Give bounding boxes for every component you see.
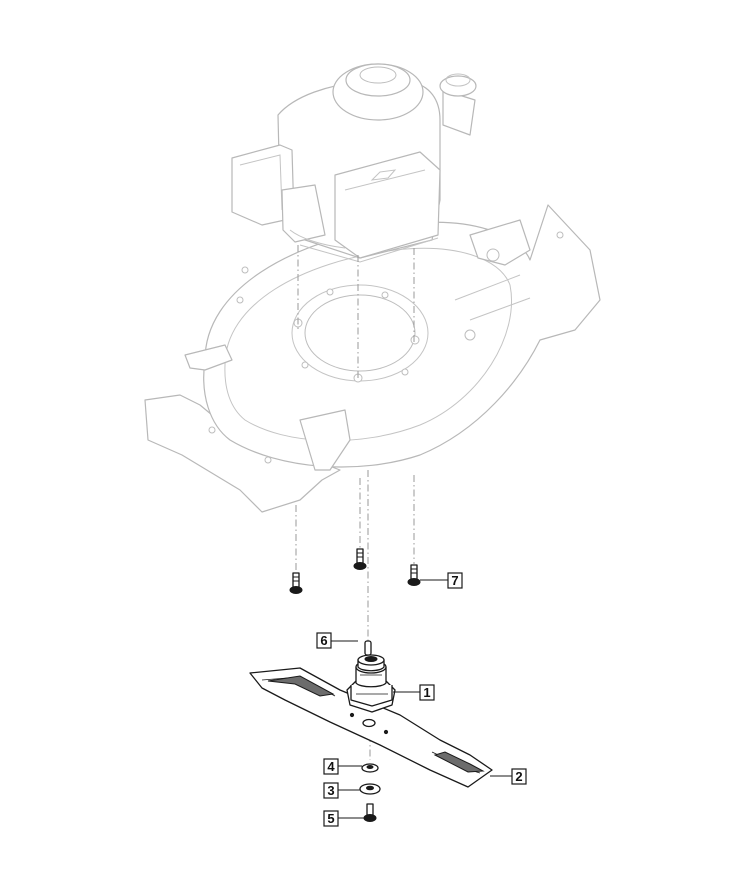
callout-1: 1 [419, 684, 435, 701]
callout-5: 5 [323, 810, 339, 827]
blade [249, 667, 493, 788]
svg-text:3: 3 [327, 783, 334, 798]
svg-text:7: 7 [451, 573, 458, 588]
mower-deck-ghost [144, 204, 601, 513]
deck-screw-right [407, 564, 421, 586]
svg-text:1: 1 [423, 685, 430, 700]
callout-4: 4 [323, 758, 339, 775]
deck-screw-left [289, 572, 303, 594]
callout-7: 7 [447, 572, 463, 589]
callout-6: 6 [316, 632, 332, 649]
deck-screw-center [353, 548, 367, 570]
svg-text:6: 6 [320, 633, 327, 648]
engine-ghost [231, 63, 477, 263]
blade-adapter [346, 654, 396, 713]
svg-text:5: 5 [327, 811, 334, 826]
blade-bolt [363, 803, 377, 822]
washer [359, 783, 381, 795]
key-pin [364, 640, 372, 656]
callout-3: 3 [323, 782, 339, 799]
assembly-center-lines [295, 245, 415, 760]
svg-text:4: 4 [327, 759, 335, 774]
deck-screws [289, 548, 421, 594]
spring-washer [361, 763, 379, 773]
callout-2: 2 [511, 768, 527, 785]
callout-leaders [331, 579, 512, 819]
svg-text:2: 2 [515, 769, 522, 784]
